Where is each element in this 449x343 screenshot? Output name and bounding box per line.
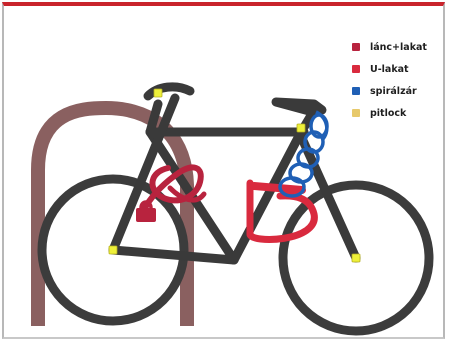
- legend-item: lánc+lakat: [352, 36, 444, 58]
- cable-lock-swatch: [352, 87, 360, 95]
- chain-lock-swatch: [352, 43, 360, 51]
- legend-label: pitlock: [370, 108, 406, 119]
- pitlock-seatpost: [154, 89, 162, 97]
- padlock: [136, 208, 156, 222]
- legend-label: spirálzár: [370, 86, 417, 97]
- pitlock-swatch: [352, 109, 360, 117]
- pitlock-rear-hub: [109, 246, 117, 254]
- legend-label: lánc+lakat: [370, 42, 427, 53]
- handlebar: [276, 102, 322, 112]
- pitlock-front-hub: [352, 254, 360, 262]
- u-lock-crossbar: [254, 186, 302, 190]
- legend-label: U-lakat: [370, 64, 409, 75]
- u-lock-swatch: [352, 65, 360, 73]
- pitlock-headset: [297, 124, 305, 132]
- legend-item: spirálzár: [352, 80, 444, 102]
- chain-stay: [113, 250, 234, 260]
- legend-item: pitlock: [352, 102, 444, 124]
- fork: [300, 134, 356, 258]
- legend-item: U-lakat: [352, 58, 444, 80]
